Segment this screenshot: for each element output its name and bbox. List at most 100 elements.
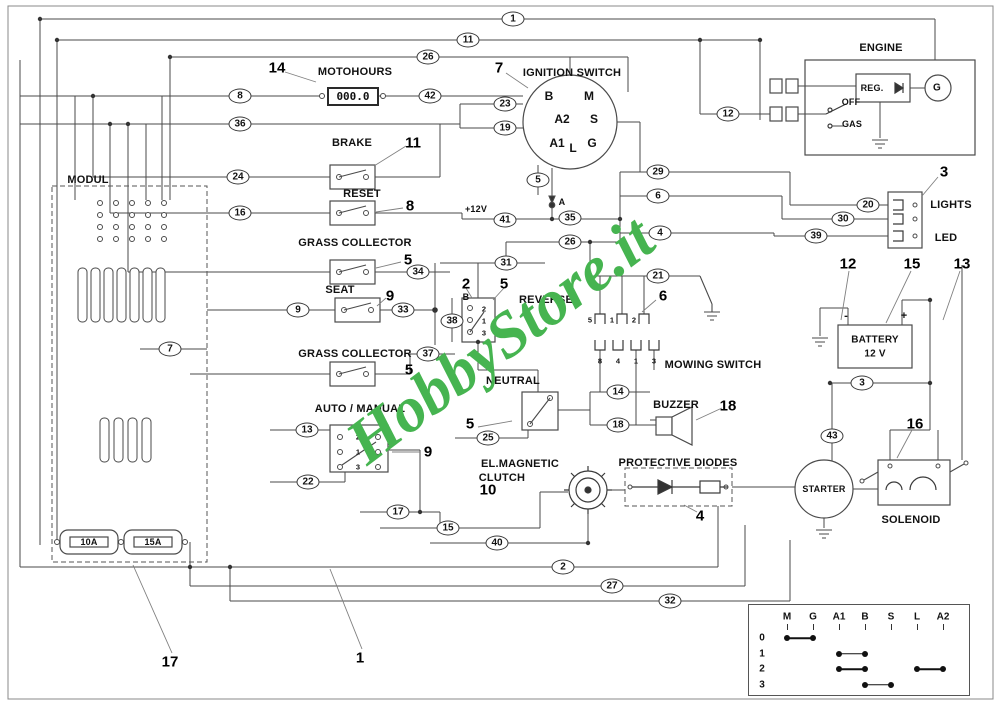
table-tick [839, 624, 840, 630]
label-starter: STARTER [802, 484, 846, 494]
mowing-pin: 5 [587, 315, 593, 325]
mowing-pin: 2 [631, 315, 637, 325]
engine-connector [785, 78, 799, 94]
battery-plus-terminal: + [900, 310, 908, 322]
modul-internals [54, 200, 188, 545]
wire-badge-22: 22 [296, 474, 320, 490]
label-lights: LIGHTS [930, 199, 972, 211]
wire-badge-6: 6 [646, 188, 670, 204]
table-row-2: 2 [759, 663, 765, 675]
buzzer-horn [671, 406, 693, 446]
wire-badge-8: 8 [228, 88, 252, 104]
mowing-pin: 8 [597, 356, 603, 366]
table-contact-dot [888, 681, 894, 688]
label-plus12v: +12V [464, 204, 488, 214]
outer-border [7, 5, 994, 700]
component-callout-5: 5 [403, 251, 413, 269]
label-point-a: A [558, 197, 566, 207]
table-tick [787, 624, 788, 630]
engine-connector [769, 106, 783, 122]
component-callout-10: 10 [479, 481, 497, 499]
wire-badge-25: 25 [476, 430, 500, 446]
table-tick [943, 624, 944, 630]
wire-badge-26: 26 [558, 234, 582, 250]
ignition-switch-symbol [522, 74, 618, 170]
component-callout-5: 5 [465, 415, 475, 433]
label-gas: GAS [841, 119, 863, 129]
component-callout-8: 8 [405, 197, 415, 215]
table-row-1: 1 [759, 648, 765, 659]
wire-badge-31: 31 [494, 255, 518, 271]
table-contact-dot [862, 681, 868, 688]
table-contact-dot [836, 650, 842, 657]
wire-badge-4: 4 [648, 225, 672, 241]
wire-badge-35: 35 [558, 210, 582, 226]
wire-badge-24: 24 [226, 169, 250, 185]
wire-badge-9: 9 [286, 302, 310, 318]
wire-badge-2: 2 [551, 559, 575, 575]
ignition-terminal-g: G [587, 136, 597, 150]
wire-badge-27: 27 [600, 578, 624, 594]
auto-manual-pin: 3 [355, 462, 361, 472]
ground-symbols [338, 139, 965, 539]
component-callout-15: 15 [903, 255, 921, 273]
table-row-0: 0 [759, 632, 765, 644]
wire-badge-17: 17 [386, 504, 410, 520]
table-col-A2: A2 [936, 611, 950, 623]
wire-badge-5: 5 [526, 172, 550, 188]
label-reverse: REVERSE [519, 294, 573, 306]
wire-badge-26: 26 [416, 49, 440, 65]
table-connection-line [787, 637, 813, 639]
wire-badge-32: 32 [658, 593, 682, 609]
engine-box [804, 59, 976, 156]
engine-connector [785, 106, 799, 122]
ignition-terminal-a2: A2 [554, 112, 570, 126]
motohours-display: 000.0 [327, 87, 379, 106]
buzzer-body [655, 416, 673, 436]
wire-badge-34: 34 [406, 264, 430, 280]
fuse-15a-element [133, 536, 173, 548]
modul-box [51, 185, 208, 563]
table-connection-line [839, 652, 865, 655]
point-a-node [548, 201, 556, 209]
wire-badge-37: 37 [416, 346, 440, 362]
wire-badge-12: 12 [716, 106, 740, 122]
component-callout-11: 11 [405, 134, 421, 152]
battery-ground-icon [812, 337, 828, 347]
wire-badge-29: 29 [646, 164, 670, 180]
mowing-pin: 3 [651, 356, 657, 366]
label-brake: BRAKE [331, 137, 373, 149]
wire-badge-14: 14 [606, 384, 630, 400]
component-callout-17: 17 [161, 653, 179, 671]
wire-badge-18: 18 [606, 417, 630, 433]
component-callout-5: 5 [499, 275, 509, 293]
component-callout-7: 7 [494, 59, 504, 77]
component-callout-5: 5 [404, 361, 414, 379]
label-reset: RESET [343, 188, 381, 200]
wire-badge-16: 16 [228, 205, 252, 221]
table-contact-dot [836, 666, 842, 672]
table-col-L: L [913, 611, 921, 623]
label-clutch-line1: EL.MAGNETIC [481, 458, 559, 470]
ignition-terminal-m: M [584, 89, 594, 103]
ignition-terminal-l: L [569, 141, 577, 155]
switch-contact-lines [338, 169, 551, 466]
reverse-pin: 2 [481, 304, 487, 314]
component-callout-13: 13 [953, 255, 971, 273]
component-callout-1: 1 [355, 649, 365, 667]
auto-manual-pin: 1 [355, 447, 361, 457]
wire-badge-36: 36 [228, 116, 252, 132]
component-callout-3: 3 [939, 163, 949, 181]
table-contact-dot [810, 635, 816, 641]
table-row-3: 3 [759, 679, 765, 690]
fuse-10a-element [69, 536, 109, 548]
wire-badge-33: 33 [391, 302, 415, 318]
component-callout-4: 4 [695, 507, 705, 525]
solenoid-coil-icon [885, 476, 937, 491]
wire-badge-39: 39 [804, 228, 828, 244]
label-mowing-switch: MOWING SWITCH [664, 359, 762, 371]
component-callout-2: 2 [461, 275, 471, 293]
label-battery: BATTERY [851, 334, 899, 346]
component-callout-9: 9 [385, 287, 395, 305]
